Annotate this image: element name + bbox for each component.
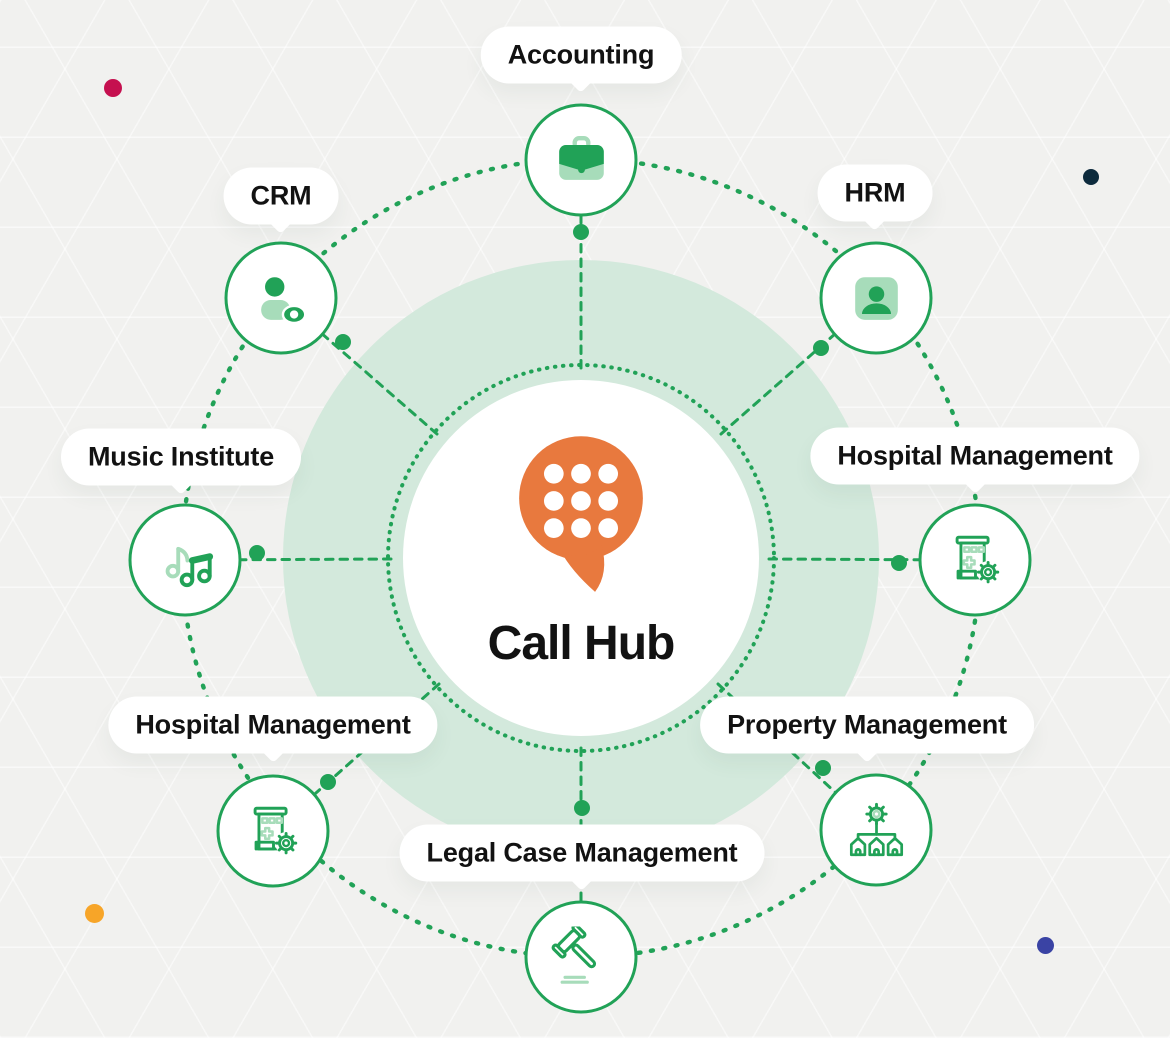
accent-dot-indigo xyxy=(1037,937,1054,954)
inner-dotted-ring xyxy=(386,363,776,753)
center-hub-circle: Call Hub xyxy=(403,380,759,736)
property-management-label: Property Management xyxy=(727,709,1007,740)
hospital-building-gear-icon xyxy=(253,806,297,854)
accounting-label-bubble: Accounting xyxy=(480,26,682,84)
crm-icon-circle xyxy=(224,241,338,355)
gavel-icon xyxy=(551,926,596,984)
legal-case-management-label: Legal Case Management xyxy=(426,837,738,868)
hospital-management-left-label: Hospital Management xyxy=(135,709,411,740)
hub-title: Call Hub xyxy=(487,617,676,670)
music-institute-label-bubble: Music Institute xyxy=(60,428,302,486)
accent-dot-crimson xyxy=(104,79,122,97)
briefcase-icon xyxy=(558,135,604,180)
property-management-icon-circle xyxy=(819,773,933,887)
accent-dot-amber xyxy=(85,904,104,923)
legal-case-management-label-bubble: Legal Case Management xyxy=(399,824,765,882)
crm-label: CRM xyxy=(250,180,312,211)
hrm-label-bubble: HRM xyxy=(817,164,933,222)
music-notes-icon xyxy=(165,546,213,587)
accounting-label: Accounting xyxy=(507,39,655,70)
property-hierarchy-icon xyxy=(849,802,903,856)
music-institute-icon-circle xyxy=(128,503,242,617)
crm-label-bubble: CRM xyxy=(223,167,339,225)
hospital-management-right-label: Hospital Management xyxy=(837,440,1113,471)
legal-case-management-icon-circle xyxy=(524,900,638,1014)
hrm-icon-circle xyxy=(819,241,933,355)
hospital-management-left-icon-circle xyxy=(216,774,330,888)
speech-bubble-keypad-icon xyxy=(519,436,643,592)
accent-dot-navy xyxy=(1083,169,1099,185)
hospital-management-left-label-bubble: Hospital Management xyxy=(108,696,438,754)
hrm-label: HRM xyxy=(844,177,906,208)
accounting-icon-circle xyxy=(524,103,638,217)
hospital-management-right-icon-circle xyxy=(918,503,1032,617)
connector-junction-dots xyxy=(249,224,907,816)
property-management-label-bubble: Property Management xyxy=(700,696,1034,754)
hospital-management-right-label-bubble: Hospital Management xyxy=(810,427,1140,485)
hospital-building-gear-icon xyxy=(955,535,999,583)
employee-card-icon xyxy=(854,276,898,320)
music-institute-label: Music Institute xyxy=(87,441,275,472)
customer-eye-icon xyxy=(260,276,306,324)
